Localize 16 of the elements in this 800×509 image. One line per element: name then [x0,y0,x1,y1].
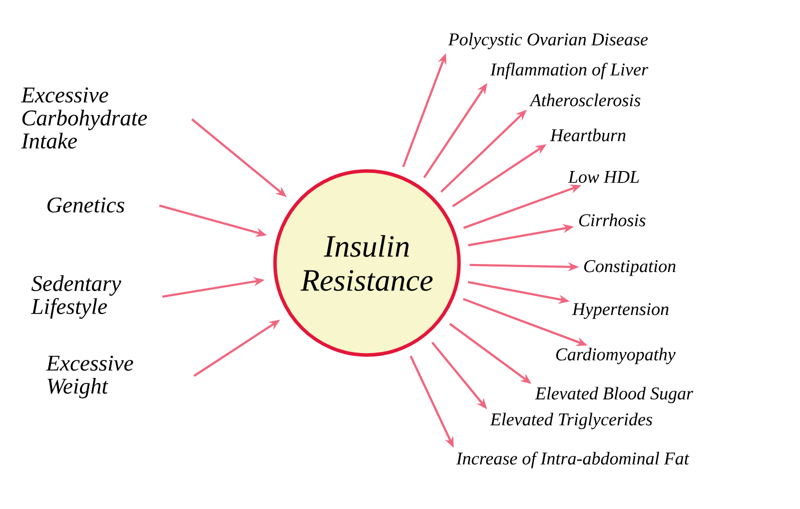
effect-label: Constipation [584,260,676,276]
cause-label: Genetics [47,197,124,213]
effect-label: Elevated Blood Sugar [535,386,694,404]
effect-label: Low HDL [568,171,639,183]
effect-label: Cirrhosis [579,214,646,226]
effect-label: Inflammation of Liver [490,62,648,80]
effect-label: Hypertension [572,303,668,319]
effect-label: Elevated Triglycerides [490,412,652,430]
effect-label: Cardiomyopathy [556,348,676,364]
effect-label: Heartburn [550,128,626,142]
effect-label: Increase of Intra-abdominal Fat [456,452,690,468]
effect-label: Polycystic Ovarian Disease [448,32,648,50]
cause-label: Excessive Carbohydrate Intake [20,87,147,149]
cause-label: Excessive Weight [46,356,134,398]
cause-label: Sedentary Lifestyle [30,275,122,319]
effect-label: Atherosclerosis [529,94,640,106]
